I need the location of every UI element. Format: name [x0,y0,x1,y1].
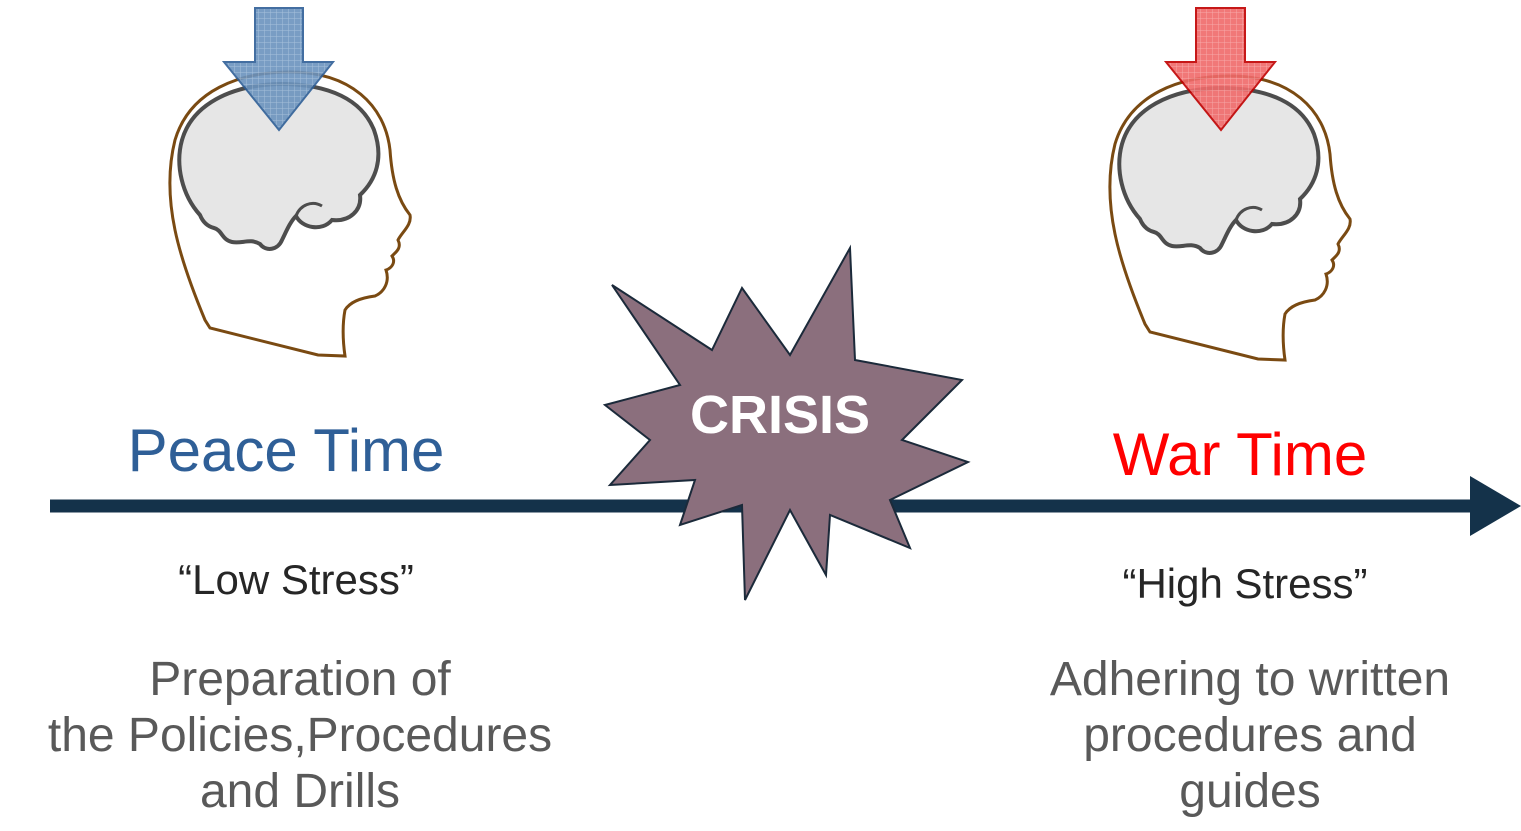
brain-shape [1117,85,1321,255]
crisis-star-shape [602,244,971,601]
war-head-illustration [1108,74,1352,362]
crisis-label: CRISIS [689,385,871,445]
head-outline [1108,74,1352,362]
head-outline [168,70,412,358]
peace-time-title: Peace Time [127,417,445,484]
peace-head-illustration [168,70,412,358]
war-time-title: War Time [1112,421,1368,488]
timeline-arrowhead [1470,476,1521,536]
high-stress-label: “High Stress” [1122,560,1368,607]
brain-shape [177,81,381,251]
war-time-description: Adhering to written procedures and guide… [1049,653,1451,818]
low-stress-label: “Low Stress” [178,556,414,603]
peace-time-description: Preparation of the Policies,Procedures a… [47,653,553,818]
brain-fold [1234,205,1263,221]
crisis-starburst [602,244,971,601]
brain-fold [294,201,323,217]
peace-down-arrow [221,7,336,132]
war-down-arrow [1163,7,1278,132]
